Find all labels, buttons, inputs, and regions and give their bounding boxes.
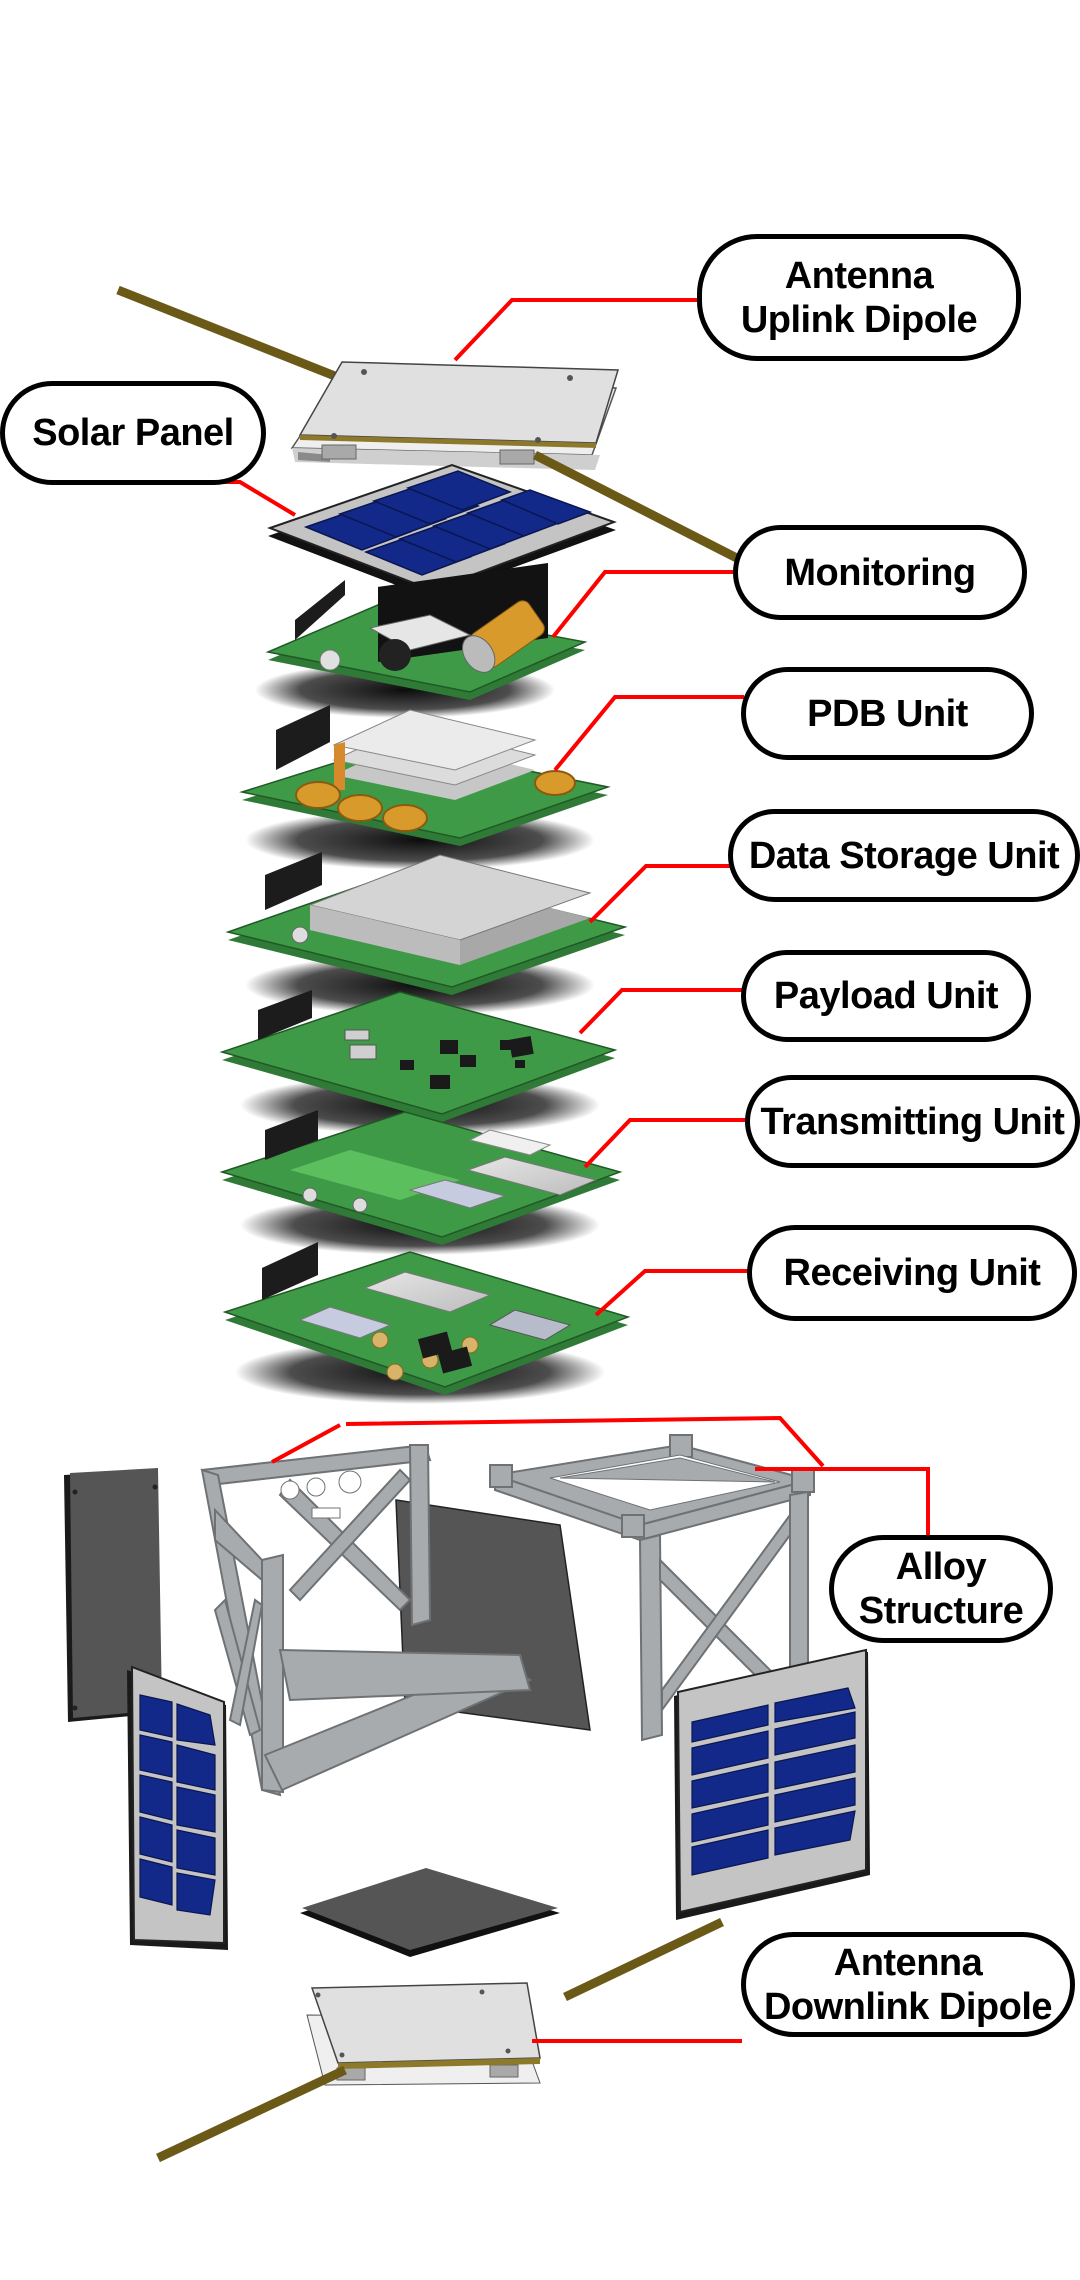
label-line: Downlink Dipole [763, 1985, 1053, 2028]
antenna-rod [532, 450, 773, 580]
label-pdb-unit: PDB Unit [741, 667, 1034, 760]
label-line: Transmitting Unit [760, 1100, 1065, 1143]
label-line: PDB Unit [807, 692, 968, 735]
payload-board [219, 990, 618, 1135]
side-solar-panel-left [127, 1665, 228, 1950]
label-data-storage-unit: Data Storage Unit [728, 809, 1080, 902]
label-line: Payload Unit [773, 975, 999, 1017]
pdb-board [239, 705, 611, 870]
leader-line-antenna-uplink [453, 298, 700, 362]
leader-line-alloy-left [271, 1423, 341, 1464]
antenna-rod [563, 1917, 724, 2002]
leader-line-data-storage [588, 864, 752, 924]
label-line: Uplink Dipole [740, 298, 978, 341]
label-line: Antenna [833, 1941, 983, 1984]
bottom-plate [300, 1868, 560, 1957]
label-solar-panel: Solar Panel [0, 381, 266, 485]
label-line: Solar Panel [32, 412, 234, 454]
leader-line-transmitting [583, 1118, 758, 1169]
antenna-rod [116, 285, 342, 383]
label-transmitting-unit: Transmitting Unit [745, 1075, 1080, 1168]
top-solar-panel [267, 463, 617, 598]
label-payload-unit: Payload Unit [741, 950, 1031, 1042]
label-monitoring: Monitoring [733, 525, 1027, 620]
label-line: Alloy [895, 1546, 987, 1588]
leader-line-pdb-unit [553, 695, 744, 772]
uplink-antenna-board [116, 285, 773, 580]
leader-line-receiving [594, 1269, 760, 1317]
downlink-antenna-board [156, 1917, 724, 2163]
data-storage-board [225, 852, 628, 1015]
leader-line-solar-panel [195, 480, 297, 517]
side-solar-panel-right [674, 1648, 870, 1920]
alloy-frame-right [489, 1434, 815, 1742]
label-line: Monitoring [784, 551, 976, 594]
leader-line-payload-unit [578, 988, 743, 1035]
label-line: Structure [858, 1590, 1024, 1632]
alloy-frame-left [200, 1443, 533, 1797]
label-line: Data Storage Unit [748, 834, 1060, 877]
label-line: Receiving Unit [783, 1252, 1041, 1294]
leader-line-monitoring [551, 570, 735, 639]
label-receiving-unit: Receiving Unit [747, 1225, 1077, 1321]
leader-lines [195, 298, 930, 2043]
label-line: Antenna [784, 254, 934, 297]
antenna-rod [156, 2065, 347, 2163]
leader-line-alloy-right [755, 1467, 930, 1540]
leader-line-alloy-top [345, 1415, 825, 1468]
transmitting-board [219, 1110, 623, 1255]
monitoring-board [255, 562, 588, 718]
receiving-board [222, 1242, 631, 1404]
side-panel-left [64, 1468, 162, 1722]
